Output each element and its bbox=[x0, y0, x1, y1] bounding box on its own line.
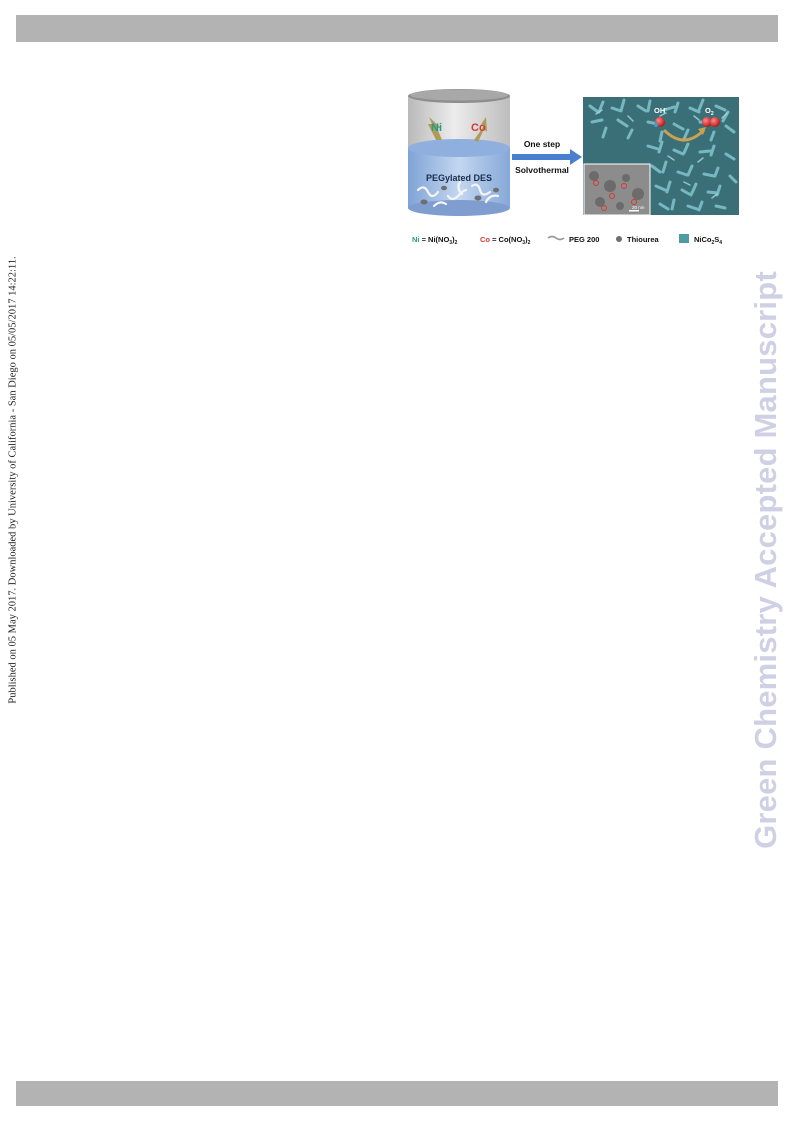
scale-bar bbox=[629, 210, 639, 212]
legend-thiourea: Thiourea bbox=[627, 235, 659, 244]
co-label: Co bbox=[471, 122, 486, 134]
legend-peg: PEG 200 bbox=[569, 235, 599, 244]
ni-addition-arrow bbox=[428, 117, 442, 140]
peg-chains bbox=[416, 180, 500, 208]
reaction-arrow: One step Solvothermal bbox=[512, 139, 582, 175]
scale-bar-label: 20 nm bbox=[632, 205, 645, 210]
header-bar bbox=[16, 15, 778, 42]
legend-ni: Ni = Ni(NO3)2 bbox=[412, 235, 458, 246]
oxygen-label: O2 bbox=[705, 106, 714, 117]
nanosheet-product-image: 20 nm OH- O2 bbox=[583, 97, 739, 216]
ni-label: Ni bbox=[431, 122, 442, 134]
oxidation-arrow bbox=[662, 128, 706, 142]
solution-label: PEGylated DES bbox=[426, 173, 492, 183]
arrow-label-one-step: One step bbox=[524, 139, 560, 149]
graphical-abstract-figure: Ni Co PEGylated DES One step Solvotherma… bbox=[398, 86, 744, 252]
co-addition-arrow bbox=[474, 117, 487, 142]
hydroxide-label: OH- bbox=[654, 106, 667, 115]
journal-watermark: Green Chemistry Accepted Manuscript bbox=[748, 271, 783, 849]
footer-bar bbox=[16, 1081, 778, 1106]
publication-note: Published on 05 May 2017. Downloaded by … bbox=[7, 256, 19, 704]
figure-legend: Ni = Ni(NO3)2 Co = Co(NO3)2 PEG 200 Thio… bbox=[412, 234, 722, 246]
thiourea-particles bbox=[420, 185, 499, 205]
peg-legend-icon bbox=[547, 235, 565, 241]
legend-co: Co = Co(NO3)2 bbox=[480, 235, 531, 246]
nanosheet-legend-icon bbox=[679, 234, 689, 243]
thiourea-legend-icon bbox=[616, 236, 622, 242]
legend-product: NiCo2S4 bbox=[694, 235, 722, 246]
oxygen-molecule bbox=[702, 117, 712, 127]
beaker: Ni Co PEGylated DES bbox=[408, 89, 510, 216]
arrow-label-solvothermal: Solvothermal bbox=[515, 165, 569, 175]
